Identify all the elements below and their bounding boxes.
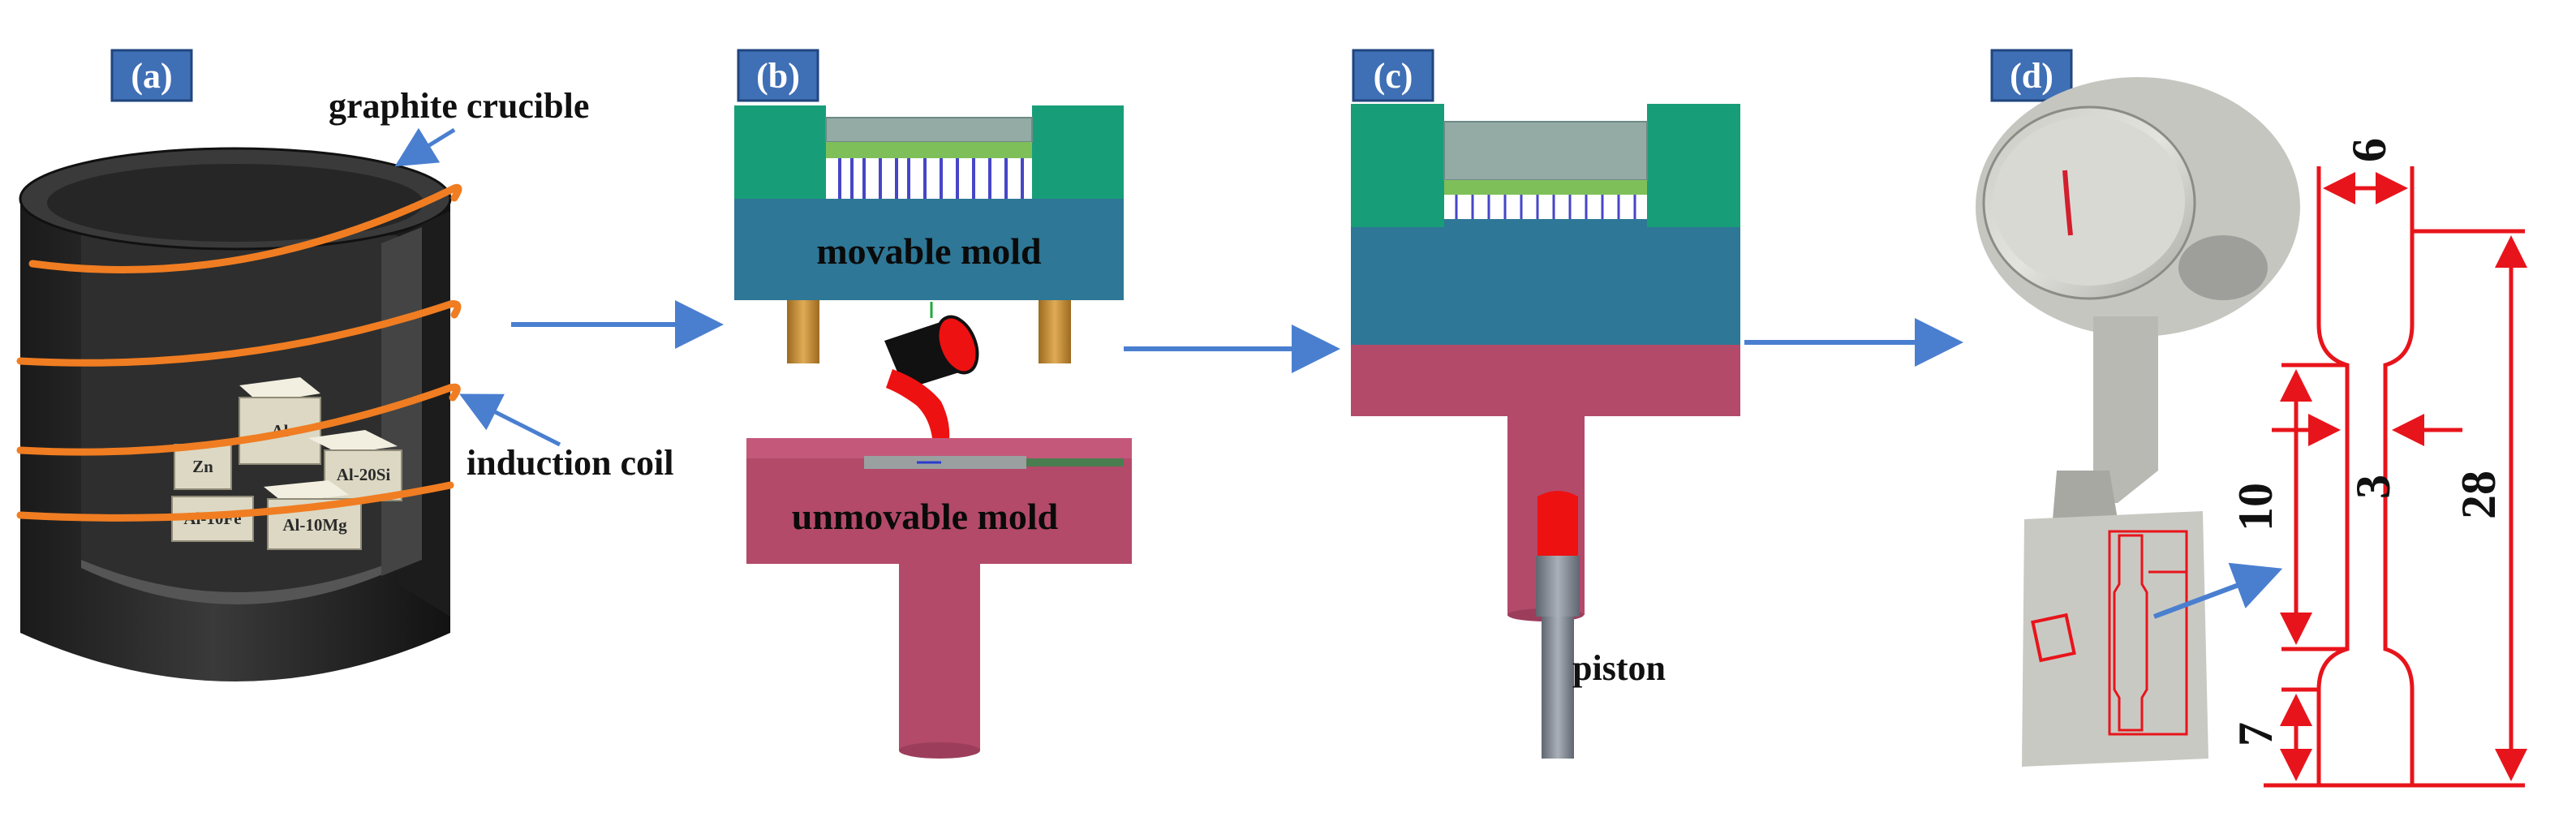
graphite-crucible-label: graphite crucible	[329, 86, 589, 126]
charge-label-zn: Zn	[192, 457, 213, 476]
dim-label-7: 7	[2229, 722, 2282, 746]
guide-pins	[787, 300, 1071, 363]
panel-b-label: (b)	[756, 56, 800, 96]
dim-label-6: 6	[2342, 138, 2396, 162]
panel-a-tag: (a)	[110, 49, 193, 102]
panel-c-label: (c)	[1374, 56, 1413, 96]
movable-mold-label: movable mold	[816, 230, 1042, 272]
movable-mold: movable mold	[734, 105, 1124, 300]
charge-label-al20si: Al-20Si	[337, 465, 391, 484]
induction-coil-label: induction coil	[467, 443, 674, 483]
panel-d: (d)	[1976, 49, 2527, 788]
panel-b-tag: (b)	[737, 49, 819, 102]
dim-label-10: 10	[2229, 483, 2282, 531]
dim-label-3: 3	[2346, 475, 2400, 499]
charge-al10mg: Al-10Mg	[264, 480, 362, 550]
charge-zn: Zn	[174, 444, 232, 490]
panel-c-tag: (c)	[1352, 49, 1434, 102]
induction-coil	[16, 183, 462, 522]
label-induction-coil: induction coil	[459, 393, 674, 483]
graphite-crucible	[19, 147, 452, 681]
piston: piston	[1536, 491, 1666, 759]
label-graphite-crucible: graphite crucible	[329, 86, 589, 167]
charge-label-al10mg: Al-10Mg	[282, 515, 347, 535]
closed-mold	[1351, 104, 1740, 621]
specimen-drawing	[2264, 166, 2527, 788]
magnify-arrow	[2152, 562, 2283, 619]
ladle	[884, 315, 979, 450]
dimension-labels: 6 3 10 28 7	[2229, 138, 2505, 746]
panel-d-tag: (d)	[1990, 49, 2073, 102]
panel-d-label: (d)	[2010, 56, 2053, 96]
charge-al: Al	[239, 377, 321, 465]
panel-b: (b) movable mold	[734, 49, 1132, 759]
dim-label-28: 28	[2452, 471, 2505, 519]
panel-c: (c) piston	[1351, 49, 1740, 759]
panel-a: (a) Al Zn Al-20	[16, 49, 674, 681]
unmovable-mold-label: unmovable mold	[792, 496, 1059, 537]
piston-label: piston	[1572, 648, 1666, 688]
unmovable-mold: unmovable mold	[746, 438, 1132, 759]
cast-sample	[1976, 77, 2300, 767]
panel-a-label: (a)	[131, 56, 172, 96]
